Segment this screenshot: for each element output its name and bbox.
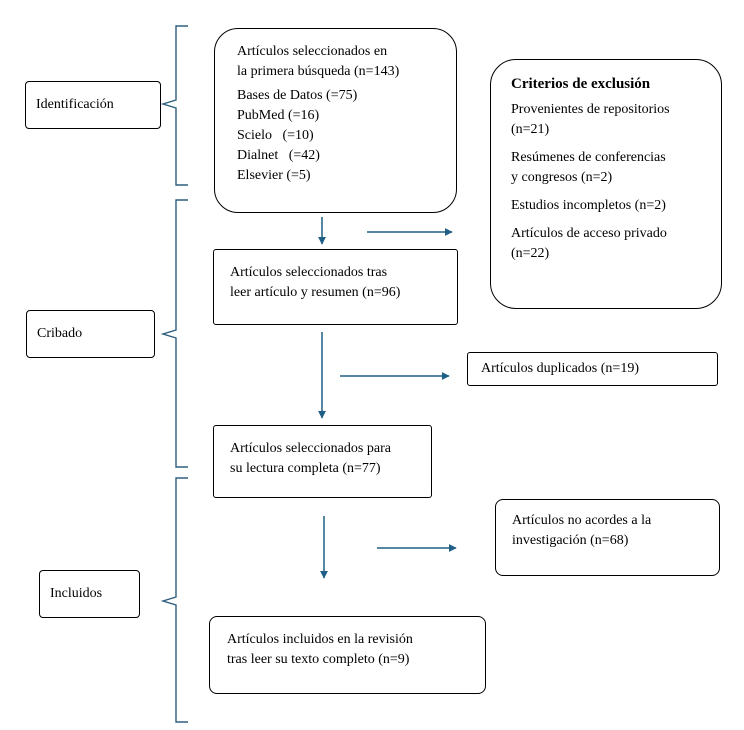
stage-included-label: Incluidos	[50, 586, 103, 601]
included-review-line: Artículos incluidos en la revisión	[227, 632, 413, 647]
exclusion-criteria-item: Estudios incompletos (n=2)	[511, 196, 721, 216]
bracket-included	[160, 477, 188, 723]
exclusion-criteria-title: Criterios de exclusión	[511, 76, 651, 92]
exclusion-criteria-item: Artículos de acceso privado (n=22)	[511, 224, 721, 264]
first-search-line: Artículos seleccionados en	[237, 44, 388, 59]
exclusion-criteria-item: Resúmenes de conferencias y congresos (n…	[511, 148, 721, 188]
exclusion-criteria-item-line: Resúmenes de conferencias	[511, 150, 666, 165]
not-matching-line: Artículos no acordes a la	[512, 513, 652, 528]
stage-included: Incluidos	[39, 570, 140, 618]
included-review-box: Artículos incluidos en la revisión tras …	[209, 616, 486, 694]
exclusion-criteria-item-line: (n=21)	[511, 122, 550, 137]
exclusion-criteria-item-line: Artículos de acceso privado	[511, 226, 667, 241]
after-abstract-box: Artículos seleccionados tras leer artícu…	[213, 249, 458, 325]
stage-identification: Identificación	[25, 81, 161, 129]
exclusion-criteria-item-line: y congresos (n=2)	[511, 170, 613, 185]
duplicates-box: Artículos duplicados (n=19)	[467, 352, 718, 386]
stage-screening-label: Cribado	[37, 326, 83, 341]
exclusion-criteria-item-line: Provenientes de repositorios	[511, 102, 670, 117]
first-search-line: Bases de Datos (=75)	[237, 88, 358, 103]
stage-screening: Cribado	[26, 310, 155, 358]
not-matching-line: investigación (n=68)	[512, 533, 629, 548]
included-review-line: tras leer su texto completo (n=9)	[227, 652, 410, 667]
after-abstract-line: leer artículo y resumen (n=96)	[230, 285, 401, 300]
bracket-identification	[160, 25, 188, 186]
after-abstract-line: Artículos seleccionados tras	[230, 265, 388, 280]
duplicates-line: Artículos duplicados (n=19)	[481, 361, 639, 376]
first-search-line: Scielo (=10)	[237, 128, 314, 143]
exclusion-criteria-item-line: (n=22)	[511, 246, 550, 261]
exclusion-criteria-item: Provenientes de repositorios (n=21)	[511, 100, 721, 140]
full-reading-box: Artículos seleccionados para su lectura …	[213, 425, 432, 498]
first-search-line: PubMed (=16)	[237, 108, 320, 123]
bracket-screening	[160, 199, 188, 468]
full-reading-line: Artículos seleccionados para	[230, 441, 391, 456]
first-search-box: Artículos seleccionados en la primera bú…	[214, 28, 457, 213]
exclusion-criteria-item-line: Estudios incompletos (n=2)	[511, 198, 666, 213]
not-matching-box: Artículos no acordes a la investigación …	[495, 499, 720, 576]
first-search-line: Elsevier (=5)	[237, 168, 311, 183]
stage-identification-label: Identificación	[36, 97, 114, 112]
exclusion-criteria-box: Criterios de exclusión Provenientes de r…	[490, 59, 722, 309]
full-reading-line: su lectura completa (n=77)	[230, 461, 381, 476]
first-search-line: la primera búsqueda (n=143)	[237, 64, 400, 79]
first-search-line: Dialnet (=42)	[237, 148, 320, 163]
